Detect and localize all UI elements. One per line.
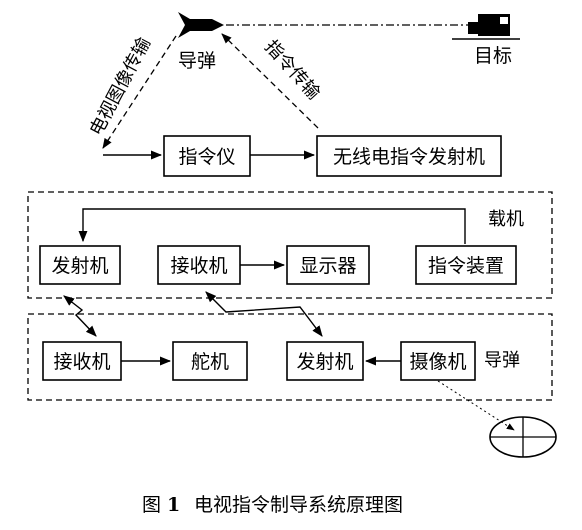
display-label: 显示器 [299,255,356,277]
command-device-to-transmitter-arrow [78,208,466,244]
command-transmission-label: 指令传输 [260,36,324,104]
aircraft-transmitter-box [39,245,121,285]
camera-sight-line [437,380,515,431]
command-transmission-link [221,33,319,129]
caption-title: 电视指令制导系统原理图 [194,494,403,516]
command-instrument-label: 指令仪 [178,146,235,168]
missile-icon [178,12,224,38]
tv-image-transmission-label: 电视图像传输 [86,34,155,139]
display-box [286,245,370,285]
wireless-command-transmitter-box [316,135,502,177]
aircraft-receiver-label: 接收机 [170,255,227,277]
missile-to-aircraft-radio-link [205,291,323,337]
aircraft-group-label: 载机 [488,209,524,230]
missile-transmitter-box [286,341,364,381]
missile-receiver-label: 接收机 [53,351,110,373]
target-icon [452,14,520,40]
missile-group-frame [27,313,553,401]
camera-label: 摄像机 [409,351,466,373]
caption-prefix: 图 [142,494,161,516]
tv-image-transmission-link [102,35,177,149]
command-instrument-box [163,135,251,177]
missile-group-label: 导弹 [484,350,520,371]
missile-label: 导弹 [178,50,216,72]
caption-number: 1 [167,494,180,516]
rudder-box [172,341,248,381]
target-crosshair-icon [489,416,557,458]
missile-transmitter-label: 发射机 [296,351,353,373]
command-device-label: 指令装置 [428,255,504,277]
command-device-box [415,245,517,285]
camera-box [400,341,476,381]
wireless-command-transmitter-label: 无线电指令发射机 [333,146,485,168]
aircraft-to-missile-radio-link [63,295,97,337]
target-label: 目标 [474,45,512,67]
aircraft-transmitter-label: 发射机 [51,255,108,277]
rudder-label: 舵机 [191,351,229,373]
missile-receiver-box [42,341,122,381]
